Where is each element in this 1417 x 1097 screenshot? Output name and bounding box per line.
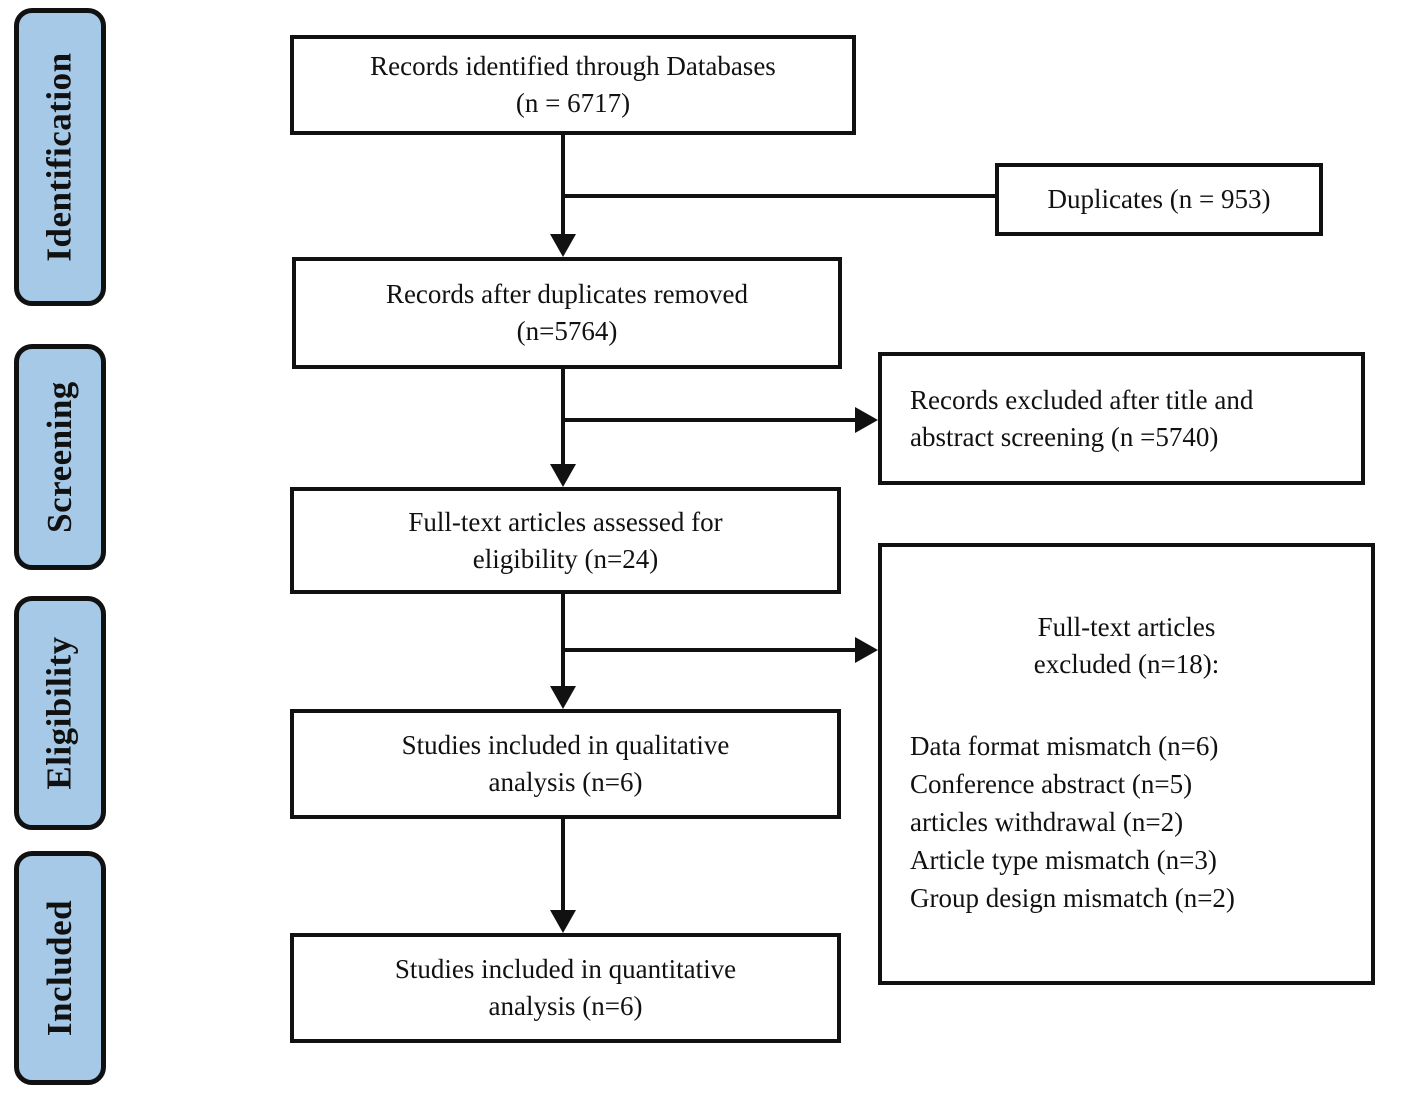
arrowhead-into-quantitative bbox=[550, 910, 576, 933]
exclusion-reason: Data format mismatch (n=6) bbox=[910, 731, 1219, 761]
box-duplicates-label: Duplicates (n = 953) bbox=[1047, 184, 1271, 214]
box-records-after-duplicates-line1: Records after duplicates removed bbox=[385, 279, 749, 309]
box-records-identified-line2: (n = 6717) bbox=[515, 88, 631, 118]
box-fulltext-excluded-title-line1: Full-text articles bbox=[1037, 612, 1216, 642]
connector-identified-to-after-duplicates bbox=[561, 135, 565, 237]
connector-branch-to-fulltext-excluded bbox=[561, 648, 857, 652]
box-qualitative-analysis: Studies included in qualitative analysis… bbox=[290, 709, 841, 819]
stage-label-screening: Screening bbox=[40, 381, 80, 533]
exclusion-reason: Conference abstract (n=5) bbox=[910, 769, 1193, 799]
exclusion-reason: Article type mismatch (n=3) bbox=[910, 845, 1217, 875]
arrowhead-into-qualitative bbox=[550, 686, 576, 709]
box-fulltext-excluded: Full-text articles excluded (n=18): Data… bbox=[878, 543, 1375, 985]
exclusion-reason: Group design mismatch (n=2) bbox=[910, 883, 1235, 913]
box-quantitative-analysis-line1: Studies included in quantitative bbox=[394, 954, 737, 984]
box-fulltext-excluded-title: Full-text articles excluded (n=18): bbox=[1034, 609, 1219, 683]
stage-box-screening: Screening bbox=[14, 344, 106, 570]
box-fulltext-assessed: Full-text articles assessed for eligibil… bbox=[290, 487, 841, 594]
arrowhead-into-title-excluded bbox=[855, 407, 878, 433]
box-records-identified: Records identified through Databases (n … bbox=[290, 35, 856, 135]
connector-qualitative-to-quantitative bbox=[561, 819, 565, 912]
stage-box-included: Included bbox=[14, 851, 106, 1085]
arrowhead-into-after-duplicates bbox=[550, 234, 576, 257]
box-quantitative-analysis: Studies included in quantitative analysi… bbox=[290, 933, 841, 1043]
box-title-abstract-excluded-line2: abstract screening (n =5740) bbox=[910, 421, 1219, 452]
box-title-abstract-excluded-line1: Records excluded after title and bbox=[910, 384, 1254, 415]
exclusion-reason-list: Data format mismatch (n=6) Conference ab… bbox=[882, 727, 1235, 917]
stage-box-identification: Identification bbox=[14, 8, 106, 306]
stage-label-eligibility: Eligibility bbox=[40, 636, 79, 790]
exclusion-reason: articles withdrawal (n=2) bbox=[910, 807, 1184, 837]
stage-label-included: Included bbox=[40, 899, 79, 1037]
connector-branch-to-duplicates bbox=[561, 194, 995, 198]
box-duplicates: Duplicates (n = 953) bbox=[995, 163, 1323, 236]
box-fulltext-excluded-title-line2: excluded (n=18): bbox=[1033, 649, 1220, 679]
box-records-identified-line1: Records identified through Databases bbox=[370, 51, 776, 81]
arrowhead-into-fulltext-excluded bbox=[855, 637, 878, 663]
connector-after-duplicates-to-fulltext bbox=[561, 369, 565, 466]
box-qualitative-analysis-line2: analysis (n=6) bbox=[488, 767, 643, 797]
box-title-abstract-excluded: Records excluded after title and abstrac… bbox=[878, 352, 1365, 485]
connector-fulltext-to-qualitative bbox=[561, 594, 565, 688]
connector-branch-to-title-excluded bbox=[561, 418, 857, 422]
box-fulltext-assessed-line1: Full-text articles assessed for bbox=[408, 506, 723, 537]
stage-box-eligibility: Eligibility bbox=[14, 596, 106, 830]
box-quantitative-analysis-line2: analysis (n=6) bbox=[488, 991, 643, 1021]
box-qualitative-analysis-line1: Studies included in qualitative bbox=[401, 730, 730, 760]
box-records-after-duplicates: Records after duplicates removed (n=5764… bbox=[292, 257, 842, 369]
stage-label-identification: Identification bbox=[40, 52, 80, 262]
box-records-after-duplicates-line2: (n=5764) bbox=[516, 316, 618, 346]
arrowhead-into-fulltext bbox=[550, 464, 576, 487]
box-fulltext-assessed-line2: eligibility (n=24) bbox=[472, 543, 659, 574]
